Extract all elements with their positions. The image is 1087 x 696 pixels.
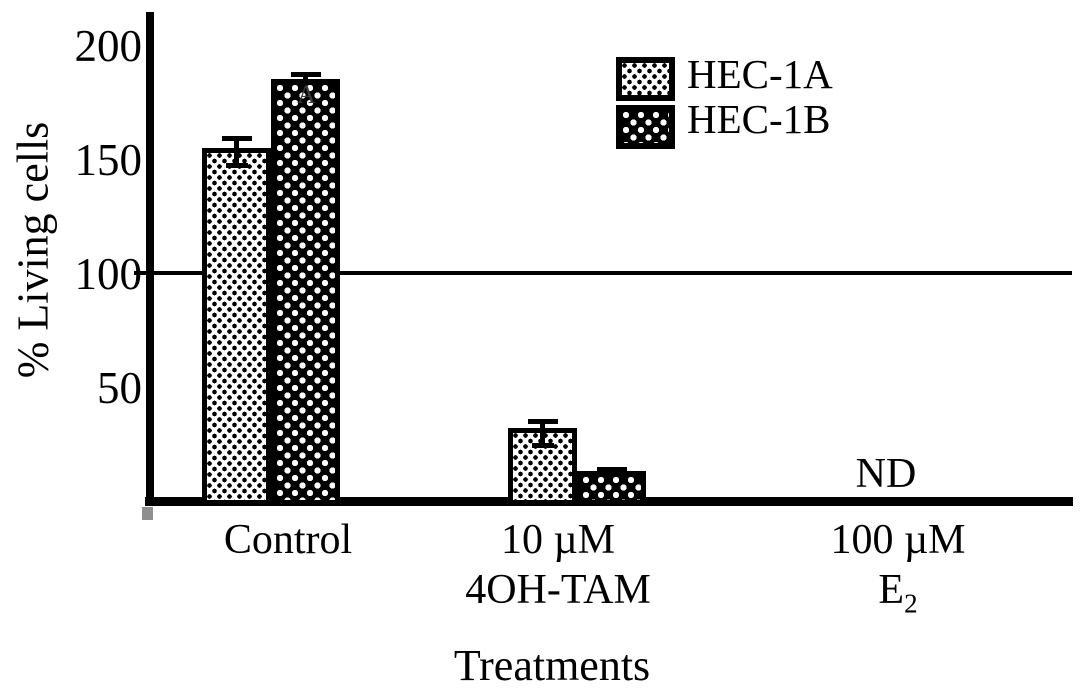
y-tick-label-200: 200 xyxy=(74,21,143,71)
y-tick-label-100: 100 xyxy=(74,249,143,299)
nd-annotation: ND xyxy=(855,451,917,497)
x-category-label-0: Control xyxy=(118,515,458,565)
x-category-label-line: Control xyxy=(223,517,353,563)
y-tick-label-50: 50 xyxy=(97,363,142,413)
x-category-label-line: 10 µM xyxy=(500,517,616,563)
error-bar-cap-bottom xyxy=(531,443,554,449)
x-category-label-line: 4OH-TAM xyxy=(465,567,651,613)
origin-artifact-tick xyxy=(142,507,153,520)
error-bar-cap-top xyxy=(527,418,558,424)
error-bar-cap-top xyxy=(290,72,321,78)
x-category-label-line: E2 xyxy=(878,567,918,619)
reference-line-100 xyxy=(150,271,1072,275)
y-tick-label-150: 150 xyxy=(74,135,143,185)
legend-swatch-hec-1b xyxy=(616,105,675,149)
bar-hec-1b-0 xyxy=(271,79,340,505)
error-bar-cap-top xyxy=(221,136,252,142)
legend-label-hec-1b: HEC-1B xyxy=(687,96,831,142)
error-bar-cap-bottom xyxy=(225,162,248,168)
bar-hec-1a-0 xyxy=(202,147,271,505)
significance-letter: A xyxy=(297,80,316,109)
x-axis-title: Treatments xyxy=(453,641,651,690)
bar-hec-1b-1 xyxy=(577,471,646,505)
error-bar-stem xyxy=(540,418,545,449)
y-axis-line xyxy=(146,12,154,506)
legend-label-hec-1a: HEC-1A xyxy=(687,51,833,97)
x-category-label-line: 100 µM xyxy=(830,517,966,563)
error-bar-stem xyxy=(234,136,239,168)
reference-line-left-tick xyxy=(134,271,150,275)
legend-swatch-hec-1a xyxy=(616,57,675,101)
error-bar-cap-top xyxy=(596,466,627,472)
